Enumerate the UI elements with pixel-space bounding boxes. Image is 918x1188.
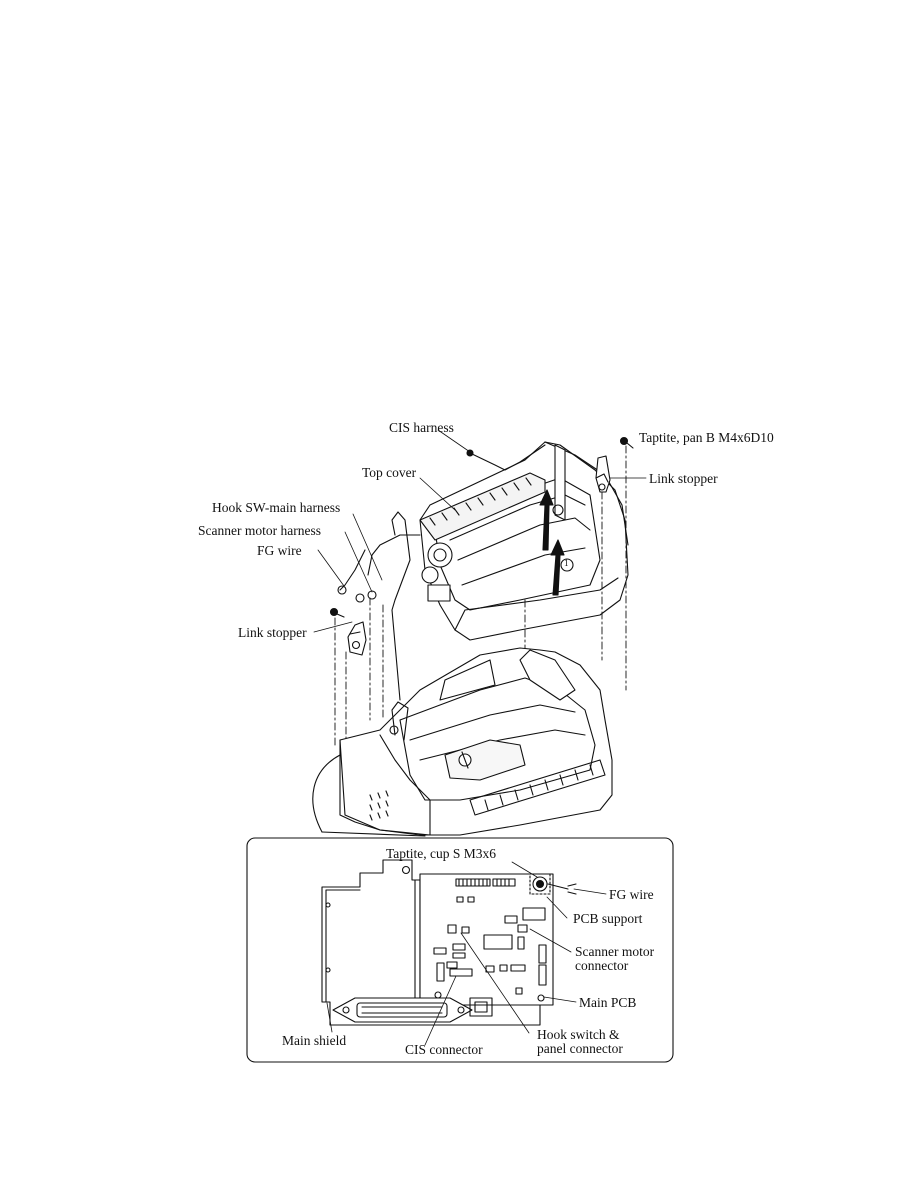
label-taptite-cup: Taptite, cup S M3x6 — [386, 846, 497, 861]
label-hook-switch-line2: panel connector — [537, 1041, 623, 1056]
label-fg-wire-inset: FG wire — [609, 887, 654, 902]
label-scanner-motor-harness: Scanner motor harness — [198, 523, 321, 538]
label-top-cover: Top cover — [362, 465, 417, 480]
step-marker: 1 — [564, 558, 569, 568]
label-scanner-motor-connector-line1: Scanner motor — [575, 944, 655, 959]
upper-leader-lines — [313, 429, 647, 633]
main-body-assembly — [312, 647, 613, 837]
label-link-stopper-right: Link stopper — [649, 471, 718, 486]
label-taptite-pan: Taptite, pan B M4x6D10 — [639, 430, 774, 445]
top-cover-assembly — [329, 436, 634, 701]
label-hook-switch-line1: Hook switch & — [537, 1027, 620, 1042]
label-cis-connector: CIS connector — [405, 1042, 483, 1057]
label-main-shield: Main shield — [282, 1033, 347, 1048]
label-fg-wire-upper: FG wire — [257, 543, 302, 558]
inset-leader-lines — [326, 861, 607, 1046]
label-hook-sw-main-harness: Hook SW-main harness — [212, 500, 341, 515]
label-scanner-motor-connector-line2: connector — [575, 958, 629, 973]
label-pcb-support: PCB support — [573, 911, 643, 926]
inset-pcb-drawing — [321, 859, 577, 1026]
label-main-pcb: Main PCB — [579, 995, 637, 1010]
alignment-guides — [334, 445, 627, 746]
label-link-stopper-left: Link stopper — [238, 625, 307, 640]
label-cis-harness: CIS harness — [389, 420, 454, 435]
